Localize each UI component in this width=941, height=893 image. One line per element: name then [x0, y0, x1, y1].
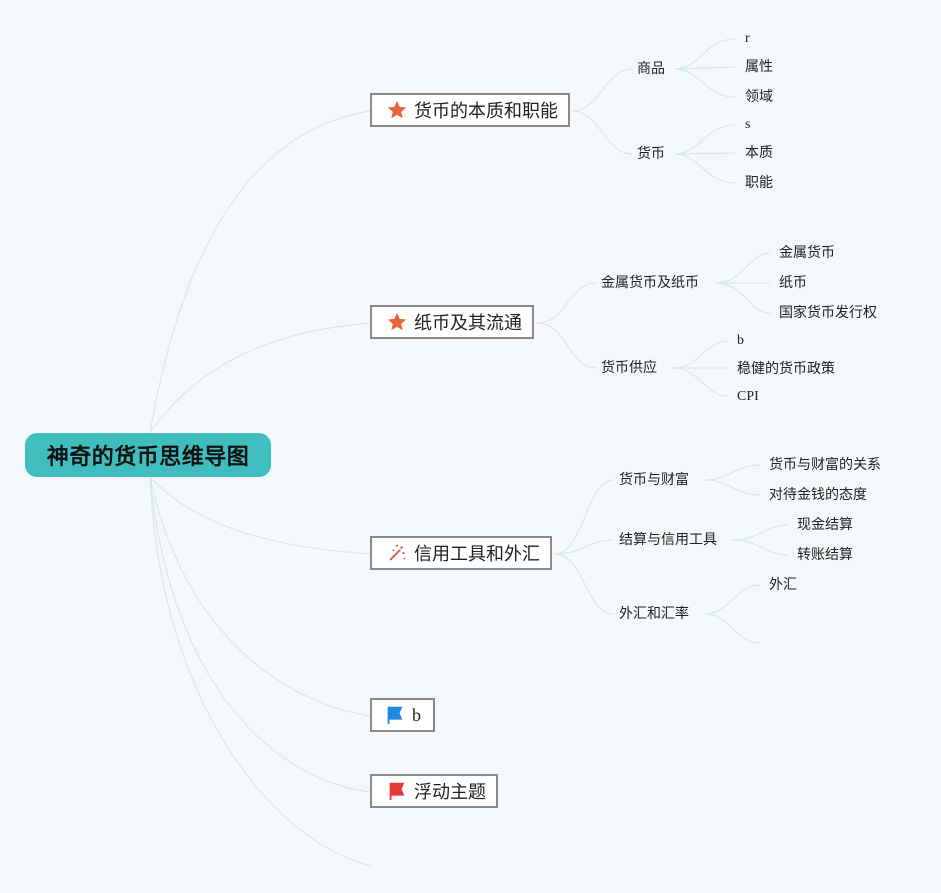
- topic-label: 浮动主题: [414, 782, 486, 803]
- leaf-item[interactable]: 现金结算: [797, 517, 853, 533]
- connector: [671, 340, 729, 369]
- connector: [704, 479, 761, 496]
- topic-label: 货币的本质和职能: [414, 101, 558, 122]
- connector: [571, 110, 633, 155]
- leaf-item[interactable]: 属性: [745, 59, 773, 75]
- connector: [553, 539, 615, 555]
- connector: [704, 613, 761, 644]
- leaf-item[interactable]: 对待金钱的态度: [769, 487, 867, 503]
- connector: [714, 252, 771, 284]
- subtopic-commodity[interactable]: 商品: [637, 60, 665, 78]
- leaf-item[interactable]: 金属货币: [779, 245, 835, 261]
- topic-label: b: [412, 704, 421, 725]
- connector: [731, 539, 789, 556]
- leaf-item[interactable]: 本质: [745, 145, 773, 161]
- connector: [553, 553, 615, 615]
- connector: [671, 367, 729, 397]
- connector: [714, 282, 771, 314]
- subtopic-settlement[interactable]: 结算与信用工具: [619, 531, 717, 549]
- topic-floating[interactable]: 浮动主题: [370, 774, 498, 808]
- leaf-item[interactable]: CPI: [737, 389, 759, 404]
- connector: [149, 476, 372, 793]
- red-flag-icon: [386, 780, 408, 802]
- subtopic-exchange-rate[interactable]: 外汇和汇率: [619, 605, 689, 623]
- topic-b[interactable]: b: [370, 698, 435, 732]
- connector: [674, 124, 736, 155]
- star-icon: [386, 311, 408, 333]
- subtopic-label: 商品: [637, 61, 665, 77]
- leaf-item[interactable]: 货币与财富的关系: [769, 457, 881, 473]
- leaf-item[interactable]: 职能: [745, 175, 773, 191]
- topic-label: 纸币及其流通: [414, 313, 522, 334]
- leaf-item[interactable]: 转账结算: [797, 547, 853, 563]
- leaf-item[interactable]: s: [745, 117, 751, 132]
- subtopic-label: 货币: [637, 146, 665, 162]
- leaf-item[interactable]: b: [737, 333, 744, 348]
- connector: [535, 282, 597, 324]
- connector: [674, 66, 736, 70]
- connector: [553, 479, 615, 555]
- subtopic-label: 结算与信用工具: [619, 532, 717, 548]
- topic-paper-money[interactable]: 纸币及其流通: [370, 305, 534, 339]
- topic-credit-forex[interactable]: 信用工具和外汇: [370, 536, 552, 570]
- root-topic[interactable]: 神奇的货币思维导图: [25, 433, 271, 477]
- connector: [571, 68, 633, 112]
- connector: [149, 322, 372, 434]
- connector: [149, 476, 372, 717]
- leaf-item[interactable]: 稳健的货币政策: [737, 361, 835, 377]
- subtopic-money-wealth[interactable]: 货币与财富: [619, 471, 689, 489]
- connector: [674, 68, 736, 98]
- leaf-item[interactable]: r: [745, 31, 750, 46]
- star-icon: [386, 99, 408, 121]
- connector: [149, 110, 372, 434]
- connector: [535, 322, 597, 369]
- root-title: 神奇的货币思维导图: [46, 445, 250, 470]
- subtopic-label: 货币供应: [601, 360, 657, 376]
- connector: [674, 153, 736, 184]
- connector: [704, 464, 761, 481]
- connector: [674, 152, 736, 155]
- subtopic-label: 金属货币及纸币: [601, 275, 699, 291]
- subtopic-currency[interactable]: 货币: [637, 145, 665, 163]
- connector: [731, 524, 789, 541]
- subtopic-label: 货币与财富: [619, 472, 689, 488]
- topic-currency-essence[interactable]: 货币的本质和职能: [370, 93, 570, 127]
- connector: [704, 584, 761, 615]
- connector: [674, 38, 736, 70]
- leaf-item[interactable]: 领域: [745, 89, 773, 105]
- subtopic-metal-paper[interactable]: 金属货币及纸币: [601, 274, 699, 292]
- connector: [149, 476, 372, 555]
- subtopic-label: 外汇和汇率: [619, 606, 689, 622]
- blue-flag-icon: [384, 704, 406, 726]
- connector: [149, 476, 372, 867]
- subtopic-money-supply[interactable]: 货币供应: [601, 359, 657, 377]
- leaf-item[interactable]: 外汇: [769, 577, 797, 593]
- leaf-item[interactable]: 国家货币发行权: [779, 305, 877, 321]
- topic-label: 信用工具和外汇: [414, 544, 540, 565]
- leaf-item[interactable]: 纸币: [779, 275, 807, 291]
- magic-wand-icon: [386, 542, 408, 564]
